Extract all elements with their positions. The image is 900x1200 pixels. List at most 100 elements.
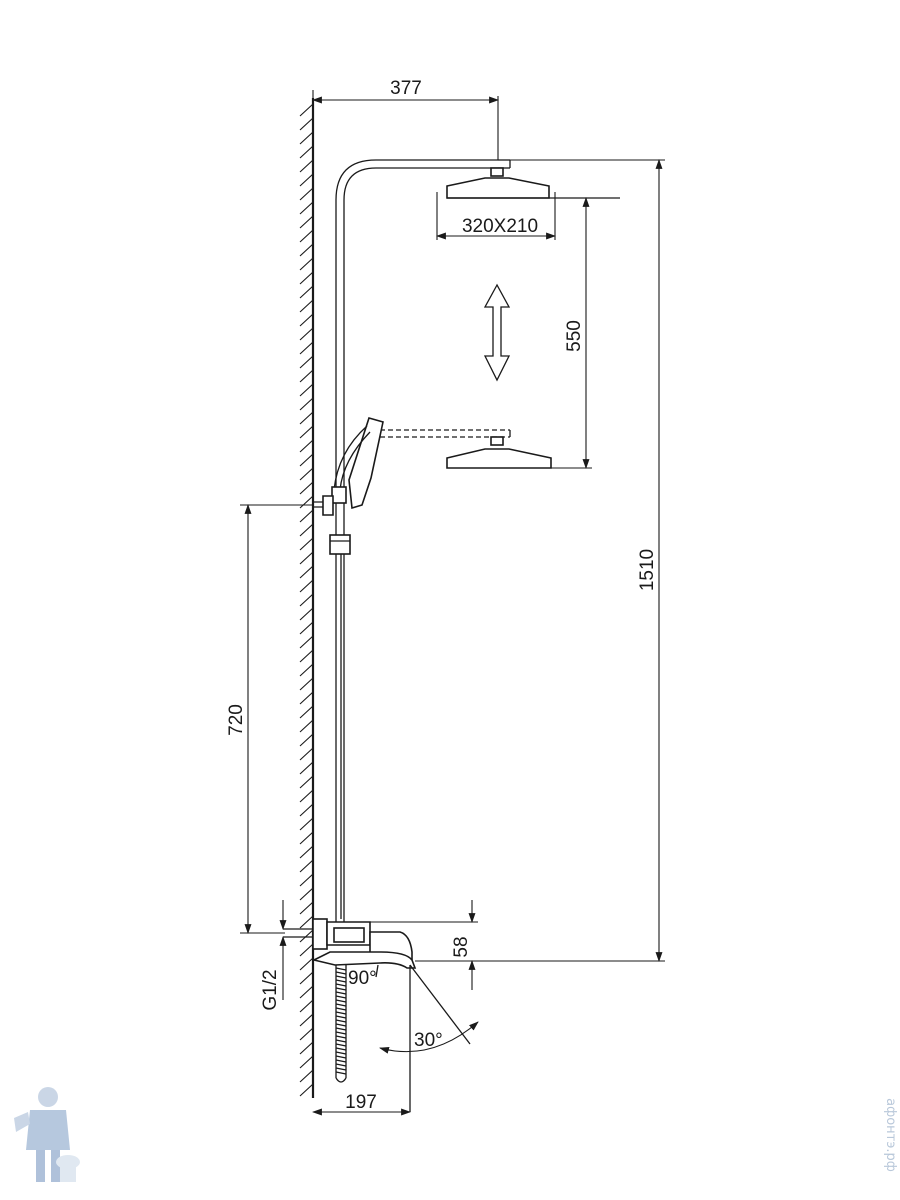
dim-connection: G1/2	[260, 969, 281, 1010]
wall-hatch-line	[299, 341, 314, 355]
hose-ring	[335, 1023, 347, 1027]
shower-hose	[335, 554, 347, 1083]
hose-ring	[335, 979, 347, 983]
wall-hatch-line	[299, 439, 314, 453]
hose-ring	[335, 999, 347, 1003]
wall-hatch-line	[299, 257, 314, 271]
wall-hatch-line	[299, 817, 314, 831]
wall-hatch-line	[299, 1055, 314, 1069]
wall-hatch-line	[299, 593, 314, 607]
wall-hatch-line	[299, 887, 314, 901]
watermark: афонтэ.рф	[883, 1098, 898, 1172]
wall-hatch-line	[299, 943, 314, 957]
wall-hatch-line	[299, 635, 314, 649]
dim-body-height: 58	[451, 936, 472, 957]
wall-hatch-line	[299, 229, 314, 243]
wall-hatch-line	[299, 383, 314, 397]
dim-total-height: 1510	[637, 549, 658, 591]
wall-hatch-line	[299, 915, 314, 929]
dim-spout-tilt: 30°	[414, 1030, 443, 1051]
wall-hatch-line	[299, 691, 314, 705]
wall-hatch-line	[299, 495, 314, 509]
wall-hatch-line	[299, 901, 314, 915]
wall-hatch-line	[299, 621, 314, 635]
hose-ring	[335, 1051, 347, 1055]
wall-hatch-line	[299, 187, 314, 201]
wall-hatch-line	[299, 369, 314, 383]
wall-hatch-line	[299, 537, 314, 551]
hose-ring	[335, 1043, 347, 1047]
wall-hatch-line	[299, 831, 314, 845]
angle-marker	[379, 964, 479, 1112]
wall-hatch-line	[299, 355, 314, 369]
wall-hatch-line	[299, 523, 314, 537]
hose-ring	[335, 1003, 347, 1007]
wall-hatch-line	[299, 117, 314, 131]
dim-spout-angle-right: 90°	[348, 968, 377, 989]
wall-hatch-line	[299, 663, 314, 677]
wall-hatch-line	[299, 313, 314, 327]
wall-hatch-line	[299, 761, 314, 775]
wall-hatch-line	[299, 201, 314, 215]
dim-head-size: 320X210	[462, 216, 538, 237]
hose-ring	[335, 1015, 347, 1019]
wall-hatch-line	[299, 705, 314, 719]
hose-ring	[335, 1039, 347, 1043]
hose-ring	[335, 1035, 347, 1039]
wall-hatch-line	[299, 145, 314, 159]
plumber-logo-icon	[14, 1087, 80, 1182]
wall-hatch-line	[299, 285, 314, 299]
wall-hatch-line	[299, 957, 314, 971]
wall-hatch-line	[299, 327, 314, 341]
mixer-body	[283, 918, 417, 978]
dim-spout-reach: 197	[345, 1092, 377, 1113]
wall-hatch-line	[299, 929, 314, 943]
wall-hatch-line	[299, 411, 314, 425]
wall-hatch-line	[299, 971, 314, 985]
wall-hatch-line	[299, 719, 314, 733]
wall-hatch-line	[299, 747, 314, 761]
hose-ring	[335, 1027, 347, 1031]
hose-ring	[335, 971, 347, 975]
wall-hatch-line	[299, 453, 314, 467]
wall-hatch-line	[299, 607, 314, 621]
wall-hatch-line	[299, 845, 314, 859]
wall-hatch-line	[299, 243, 314, 257]
wall-hatch-line	[299, 1083, 314, 1097]
hose-ring	[335, 1019, 347, 1023]
dim-holder-height: 720	[226, 704, 247, 736]
hose-ring	[335, 991, 347, 995]
wall-hatch-line	[299, 649, 314, 663]
wall-hatch-line	[299, 677, 314, 691]
wall-hatch-line	[299, 551, 314, 565]
slider-holder	[329, 534, 351, 555]
hose-ring	[335, 1063, 347, 1067]
hose-ring	[335, 1047, 347, 1051]
shower-head-lower	[380, 429, 552, 469]
wall-hatch-line	[299, 173, 314, 187]
hose-ring	[335, 967, 347, 971]
hose-ring	[335, 1011, 347, 1015]
wall-hatch-line	[299, 1041, 314, 1055]
dim-head-adjust: 550	[564, 320, 585, 352]
wall-hatch-line	[299, 1027, 314, 1041]
dim-arm-reach: 377	[390, 78, 422, 99]
wall-hatch-line	[299, 873, 314, 887]
hose-ring	[335, 1031, 347, 1035]
wall-hatch-line	[299, 733, 314, 747]
wall-hatch-line	[299, 775, 314, 789]
hose-ring	[335, 1071, 347, 1075]
wall-hatch-line	[299, 103, 314, 117]
wall	[299, 98, 315, 1098]
hose-ring	[335, 1007, 347, 1011]
riser-pipe	[335, 159, 511, 925]
wall-hatch-line	[299, 803, 314, 817]
wall-hatch-line	[299, 579, 314, 593]
wall-hatch-line	[299, 299, 314, 313]
wall-hatch-line	[299, 999, 314, 1013]
wall-hatch-line	[299, 789, 314, 803]
hand-shower	[313, 417, 384, 516]
wall-hatch-line	[299, 425, 314, 439]
adjust-arrow-icon	[483, 283, 511, 382]
